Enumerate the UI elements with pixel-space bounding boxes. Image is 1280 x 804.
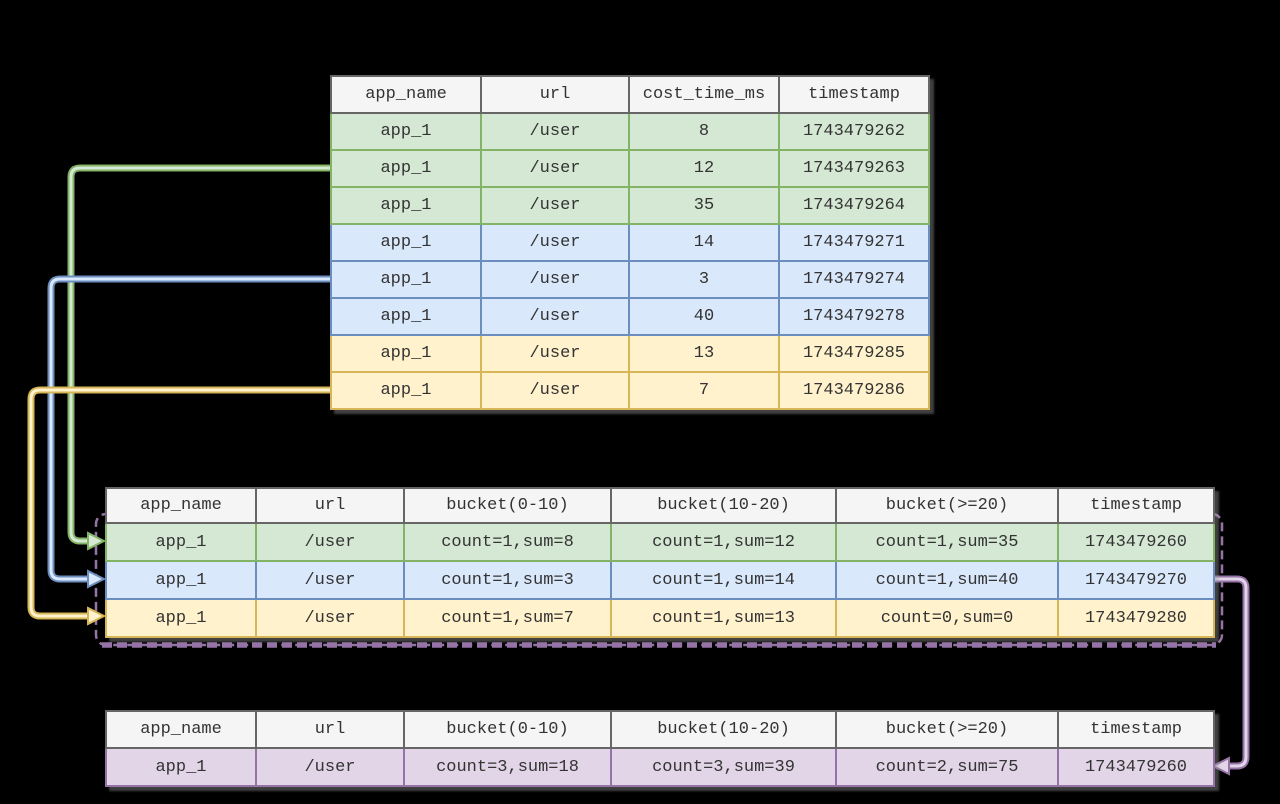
cell: /user xyxy=(480,112,630,151)
cell: app_1 xyxy=(105,522,257,562)
cell: 1743479260 xyxy=(1057,522,1215,562)
cell: count=3,sum=18 xyxy=(403,747,612,787)
cell: 1743479280 xyxy=(1057,598,1215,638)
column-header: bucket(0-10) xyxy=(403,710,612,749)
table-row: app_1 /user 7 1743479286 xyxy=(330,371,930,410)
cell: 35 xyxy=(628,186,780,225)
column-header: timestamp xyxy=(778,75,930,114)
cell: app_1 xyxy=(330,297,482,336)
column-header: bucket(0-10) xyxy=(403,487,612,524)
table-row: app_1 /user 14 1743479271 xyxy=(330,223,930,262)
table-row: app_1 /user 35 1743479264 xyxy=(330,186,930,225)
cell: /user xyxy=(480,149,630,188)
column-header: bucket(>=20) xyxy=(835,710,1059,749)
cell: 1743479262 xyxy=(778,112,930,151)
cell: count=1,sum=35 xyxy=(835,522,1059,562)
table-row: app_1 /user count=1,sum=8 count=1,sum=12… xyxy=(105,522,1215,562)
cell: 14 xyxy=(628,223,780,262)
column-header: url xyxy=(255,710,405,749)
cell: app_1 xyxy=(105,598,257,638)
cell: 1743479274 xyxy=(778,260,930,299)
table-row: app_1 /user 12 1743479263 xyxy=(330,149,930,188)
cell: count=1,sum=40 xyxy=(835,560,1059,600)
cell: app_1 xyxy=(330,149,482,188)
cell: 1743479270 xyxy=(1057,560,1215,600)
column-header: url xyxy=(255,487,405,524)
column-header: bucket(10-20) xyxy=(610,487,837,524)
cell: app_1 xyxy=(105,747,257,787)
column-header: app_name xyxy=(330,75,482,114)
column-header: bucket(10-20) xyxy=(610,710,837,749)
cell: app_1 xyxy=(330,371,482,410)
cell: /user xyxy=(480,371,630,410)
cell: count=2,sum=75 xyxy=(835,747,1059,787)
cell: 40 xyxy=(628,297,780,336)
cell: 3 xyxy=(628,260,780,299)
table-row: app_1 /user 40 1743479278 xyxy=(330,297,930,336)
column-header: app_name xyxy=(105,710,257,749)
cell: /user xyxy=(255,522,405,562)
table-row: app_1 /user count=1,sum=7 count=1,sum=13… xyxy=(105,598,1215,638)
table-row: app_1 /user 13 1743479285 xyxy=(330,334,930,373)
cell: count=1,sum=7 xyxy=(403,598,612,638)
cell: app_1 xyxy=(330,223,482,262)
cell: 7 xyxy=(628,371,780,410)
table-row: app_1 /user count=3,sum=18 count=3,sum=3… xyxy=(105,747,1215,787)
cell: 1743479263 xyxy=(778,149,930,188)
cell: /user xyxy=(480,334,630,373)
cell: count=1,sum=14 xyxy=(610,560,837,600)
raw-requests-table: app_name url cost_time_ms timestamp app_… xyxy=(330,75,930,410)
cell: app_1 xyxy=(330,334,482,373)
table-row: app_1 /user 3 1743479274 xyxy=(330,260,930,299)
cell: /user xyxy=(480,260,630,299)
column-header: url xyxy=(480,75,630,114)
table-header-row: app_name url bucket(0-10) bucket(10-20) … xyxy=(105,487,1215,524)
cell: 1743479278 xyxy=(778,297,930,336)
column-header: timestamp xyxy=(1057,487,1215,524)
column-header: cost_time_ms xyxy=(628,75,780,114)
cell: count=0,sum=0 xyxy=(835,598,1059,638)
cell: 1743479271 xyxy=(778,223,930,262)
cell: /user xyxy=(480,297,630,336)
merged-aggregation-table: app_name url bucket(0-10) bucket(10-20) … xyxy=(105,710,1215,787)
cell: app_1 xyxy=(330,260,482,299)
cell: count=3,sum=39 xyxy=(610,747,837,787)
cell: count=1,sum=13 xyxy=(610,598,837,638)
cell: app_1 xyxy=(330,112,482,151)
purple-merge-arrow xyxy=(1210,575,1250,776)
column-header: bucket(>=20) xyxy=(835,487,1059,524)
cell: /user xyxy=(480,186,630,225)
table-row: app_1 /user 8 1743479262 xyxy=(330,112,930,151)
cell: 12 xyxy=(628,149,780,188)
cell: 1743479260 xyxy=(1057,747,1215,787)
cell: app_1 xyxy=(330,186,482,225)
cell: 1743479286 xyxy=(778,371,930,410)
table-row: app_1 /user count=1,sum=3 count=1,sum=14… xyxy=(105,560,1215,600)
table-header-row: app_name url cost_time_ms timestamp xyxy=(330,75,930,114)
cell: count=1,sum=12 xyxy=(610,522,837,562)
cell: /user xyxy=(255,747,405,787)
cell: 8 xyxy=(628,112,780,151)
cell: app_1 xyxy=(105,560,257,600)
cell: count=1,sum=3 xyxy=(403,560,612,600)
cell: 1743479285 xyxy=(778,334,930,373)
cell: 1743479264 xyxy=(778,186,930,225)
cell: /user xyxy=(255,560,405,600)
cell: count=1,sum=8 xyxy=(403,522,612,562)
column-header: app_name xyxy=(105,487,257,524)
bucketed-aggregation-table: app_name url bucket(0-10) bucket(10-20) … xyxy=(105,487,1215,638)
column-header: timestamp xyxy=(1057,710,1215,749)
cell: /user xyxy=(255,598,405,638)
cell: /user xyxy=(480,223,630,262)
cell: 13 xyxy=(628,334,780,373)
table-header-row: app_name url bucket(0-10) bucket(10-20) … xyxy=(105,710,1215,749)
